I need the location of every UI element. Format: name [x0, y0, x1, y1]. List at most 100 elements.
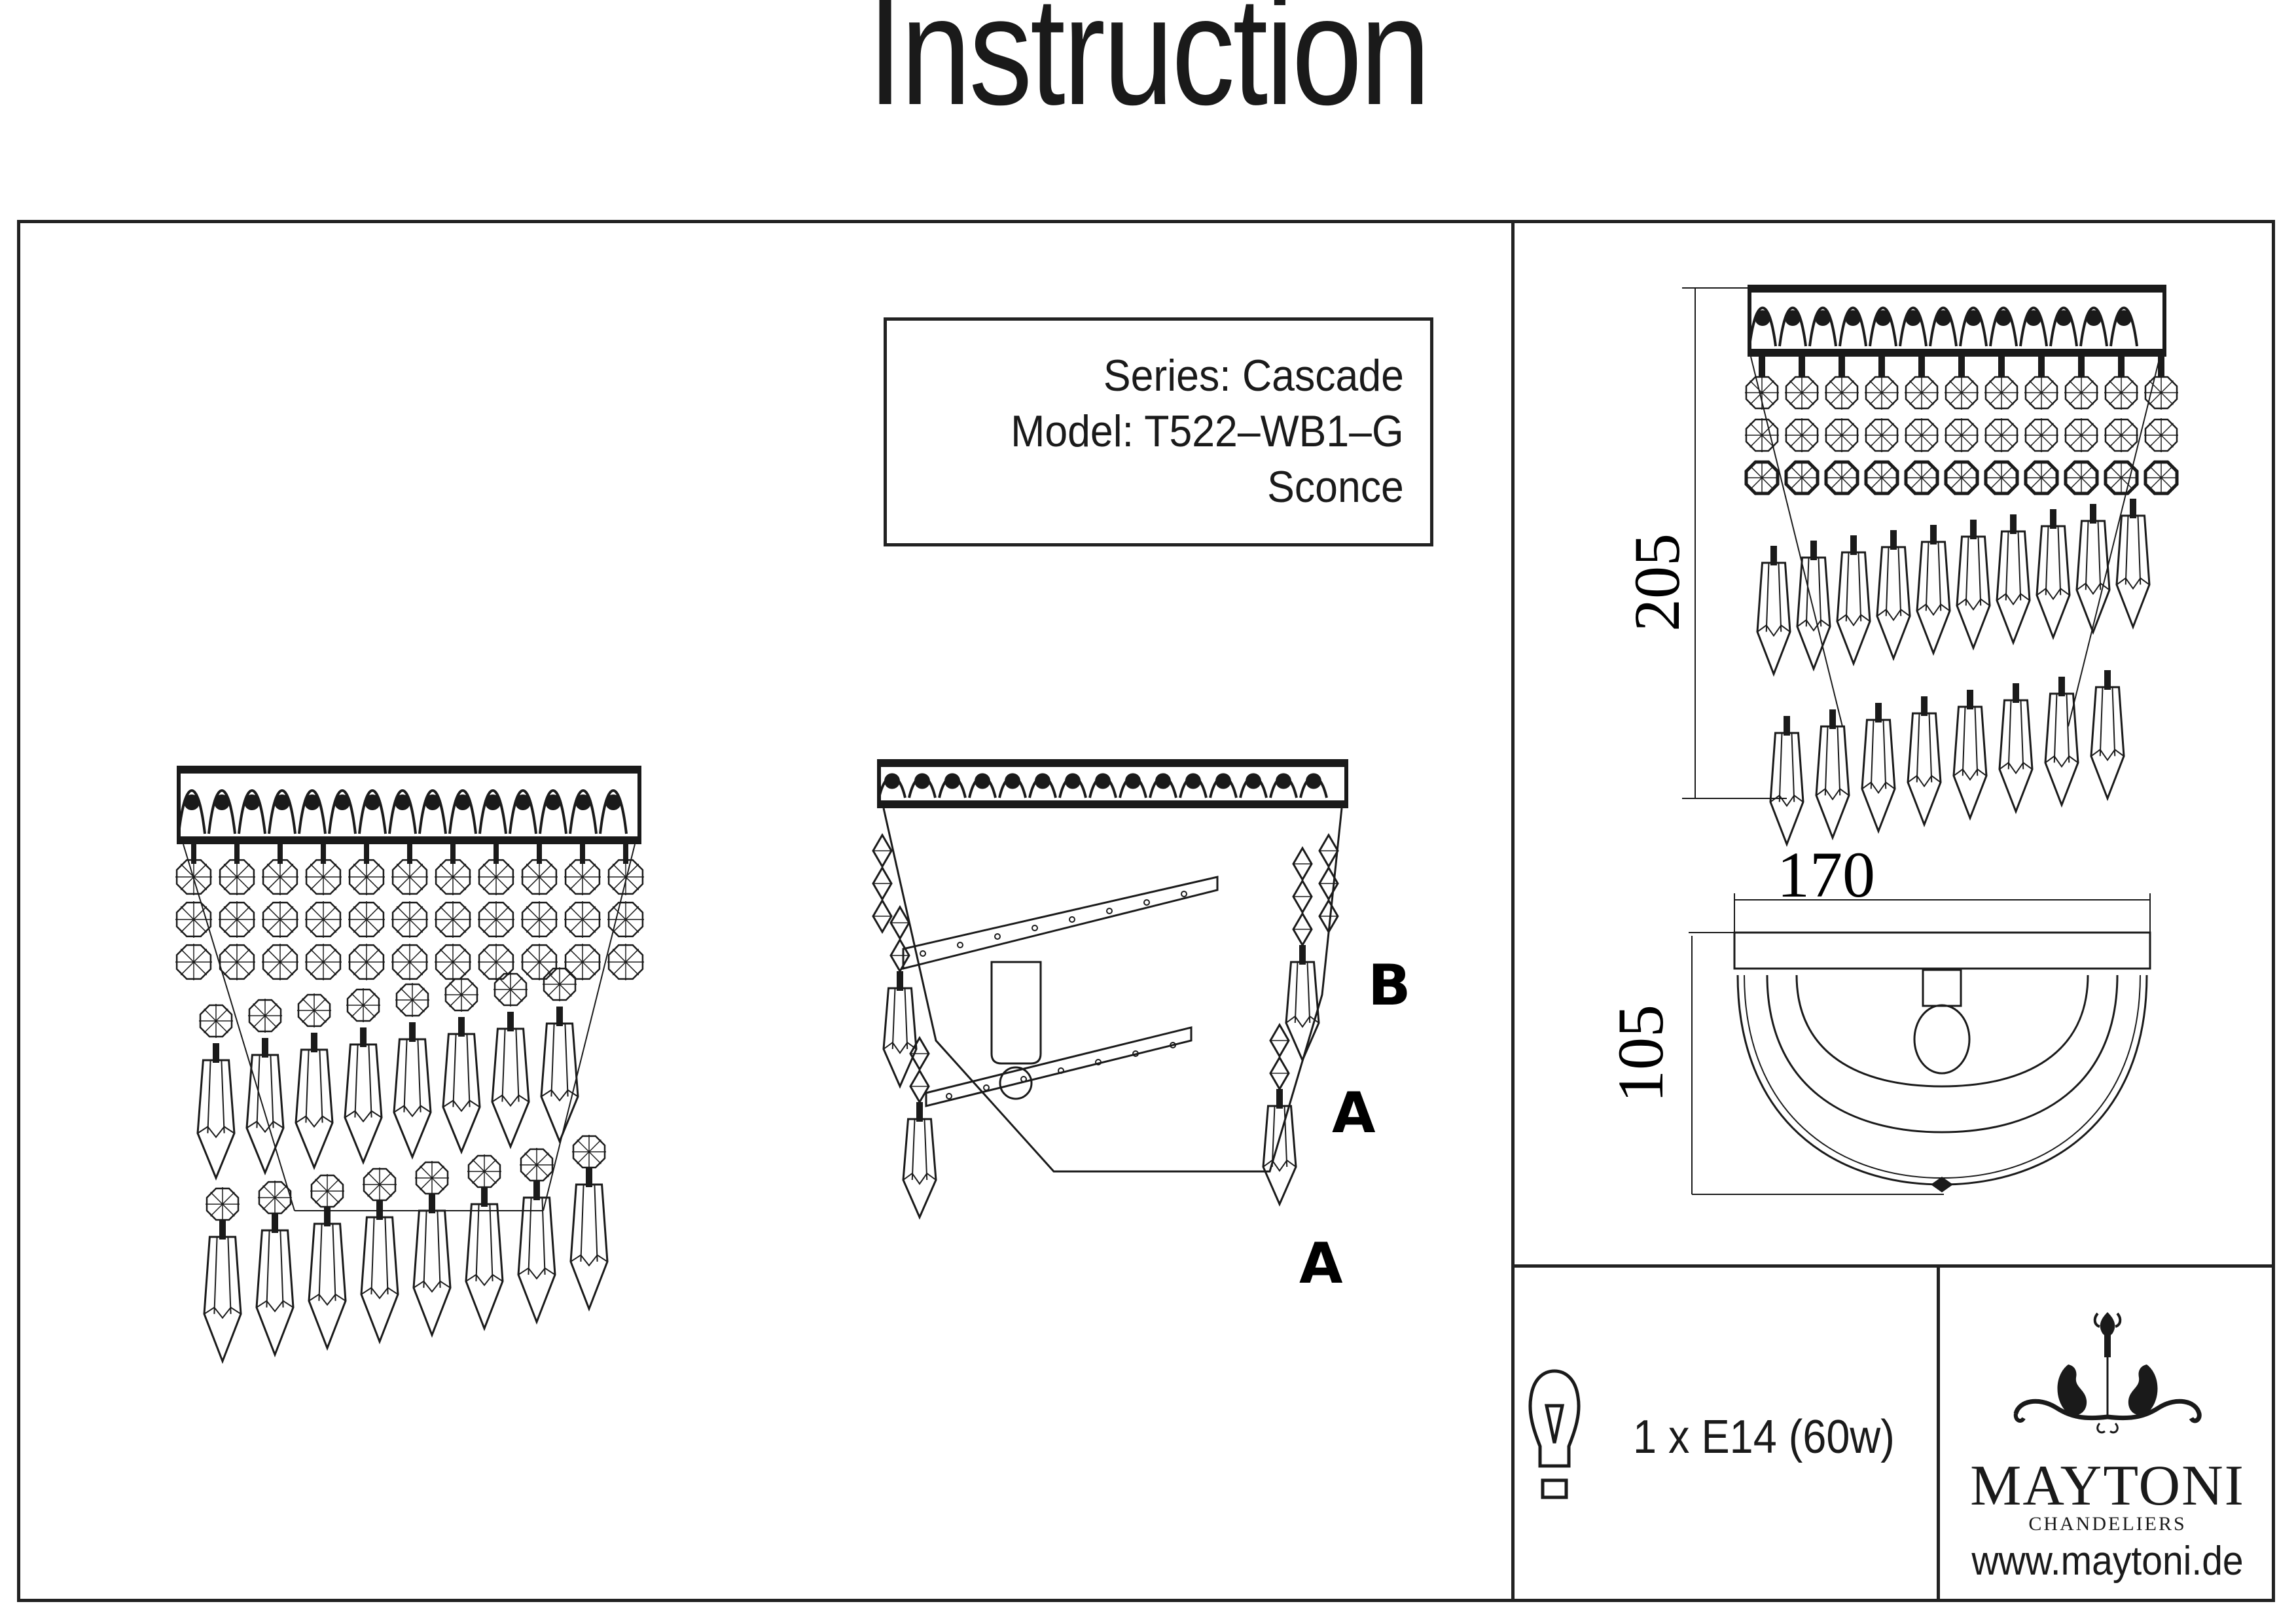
crystal-facet — [353, 948, 380, 976]
drop-facet — [318, 1223, 323, 1301]
crystal-facet — [2069, 423, 2094, 448]
label-a-upper: A — [1332, 1080, 1376, 1146]
front-view-diagram — [175, 766, 644, 1364]
drop-facet — [475, 1204, 480, 1281]
drop-facet — [1285, 1015, 1319, 1028]
drop-facet — [891, 988, 896, 1050]
drop-facet — [442, 1099, 480, 1113]
octagon-crystal — [1984, 418, 2018, 452]
drop-facet — [1791, 732, 1795, 802]
band-ornament — [1875, 310, 1891, 326]
drop-facet — [883, 1041, 917, 1054]
band-ornament — [334, 794, 350, 810]
document-frame — [17, 220, 2275, 1602]
band-scroll — [2079, 306, 2108, 347]
drop-facet — [437, 1210, 441, 1288]
octagon-crystal — [1984, 460, 2019, 495]
crystal-facet — [1749, 465, 1774, 490]
octagon-crystal — [395, 983, 429, 1017]
drop-connector — [1970, 520, 1977, 539]
octagon-crystal — [1825, 376, 1859, 410]
label-b: B — [1368, 953, 1411, 1018]
drop-facet — [1977, 536, 1982, 606]
rail-hole — [1095, 1059, 1102, 1065]
crystal-facet — [223, 948, 251, 976]
drop-connector — [2104, 670, 2111, 690]
rail-hole — [1069, 916, 1075, 923]
band-ornament — [605, 794, 621, 810]
hanger — [2038, 357, 2045, 376]
crystal-facet — [577, 1139, 601, 1164]
band-scroll — [207, 789, 236, 834]
footer-divider — [1937, 1264, 1940, 1602]
crystal-facet — [612, 863, 639, 891]
hanger — [234, 844, 240, 864]
crystal-facet — [439, 906, 467, 933]
drop-connector — [586, 1168, 592, 1187]
series-label: Series: Cascade — [1103, 351, 1404, 401]
octagon-crystal — [219, 859, 255, 895]
drop-facet — [1770, 794, 1804, 808]
prism-drop — [1952, 705, 1988, 821]
drop-connector — [2058, 677, 2065, 696]
frame-rod — [2068, 356, 2161, 727]
drop-facet — [1974, 706, 1979, 776]
website-link[interactable]: www.maytoni.de — [1971, 1539, 2244, 1584]
crystal-facet — [1909, 423, 1934, 448]
drop-facet — [1837, 613, 1871, 627]
diamond-crystal — [1318, 899, 1339, 934]
drop-facet — [1857, 552, 1862, 622]
drop-facet — [2076, 582, 2110, 596]
band-scroll — [177, 789, 206, 834]
hanger — [1839, 357, 1845, 376]
drop-facet — [354, 1044, 359, 1118]
band-ornament — [2026, 310, 2041, 326]
crystal-facet — [1829, 380, 1854, 405]
drop-facet — [1824, 726, 1829, 796]
band-ornament — [575, 794, 591, 810]
drop-facet — [924, 1118, 928, 1181]
drop-facet — [1965, 536, 1969, 606]
crystal-facet — [310, 906, 337, 933]
hanger — [537, 844, 542, 864]
drop-facet — [2097, 520, 2102, 590]
drop-facet — [1897, 546, 1902, 616]
prism-drop — [308, 1222, 347, 1351]
drop-connector — [556, 1007, 563, 1026]
prism-drop — [569, 1183, 609, 1312]
drop-connector — [1930, 525, 1937, 544]
rail-hole — [1106, 908, 1113, 914]
drop-facet — [270, 1054, 274, 1128]
prism-drop — [1998, 699, 2034, 815]
band-scroll — [2019, 306, 2048, 347]
bulb-outline — [1913, 1004, 1971, 1075]
octagon-crystal — [521, 901, 558, 938]
model-label: Model: T522–WB1–G — [1011, 406, 1404, 456]
drop-facet — [1996, 592, 2030, 606]
drop-facet — [528, 1197, 532, 1275]
crystal-facet — [396, 863, 423, 891]
crystal-facet — [367, 1172, 392, 1197]
band-ornament — [485, 794, 501, 810]
octagon-crystal — [521, 944, 558, 980]
crystal-facet — [1789, 465, 1814, 490]
prism-drop — [412, 1209, 452, 1338]
drop-facet — [541, 1089, 579, 1102]
band-scroll — [1299, 776, 1328, 798]
drop-facet — [1283, 1105, 1288, 1168]
drop-facet — [1916, 713, 1920, 783]
frame-rod — [543, 844, 636, 1211]
octagon-crystal — [435, 901, 471, 938]
band-scroll — [388, 789, 417, 834]
crystal-facet — [396, 948, 423, 976]
drop-facet — [489, 1204, 493, 1281]
prism-drop — [1861, 719, 1896, 834]
crystal-facet — [1909, 380, 1934, 405]
crystal-facet — [1789, 423, 1814, 448]
bulb-outline — [999, 1066, 1033, 1100]
crystal-facet — [569, 906, 596, 933]
drop-facet — [1907, 774, 1941, 788]
hanger — [1998, 357, 2005, 376]
band-ornament — [1815, 310, 1831, 326]
drop-facet — [1876, 608, 1910, 622]
